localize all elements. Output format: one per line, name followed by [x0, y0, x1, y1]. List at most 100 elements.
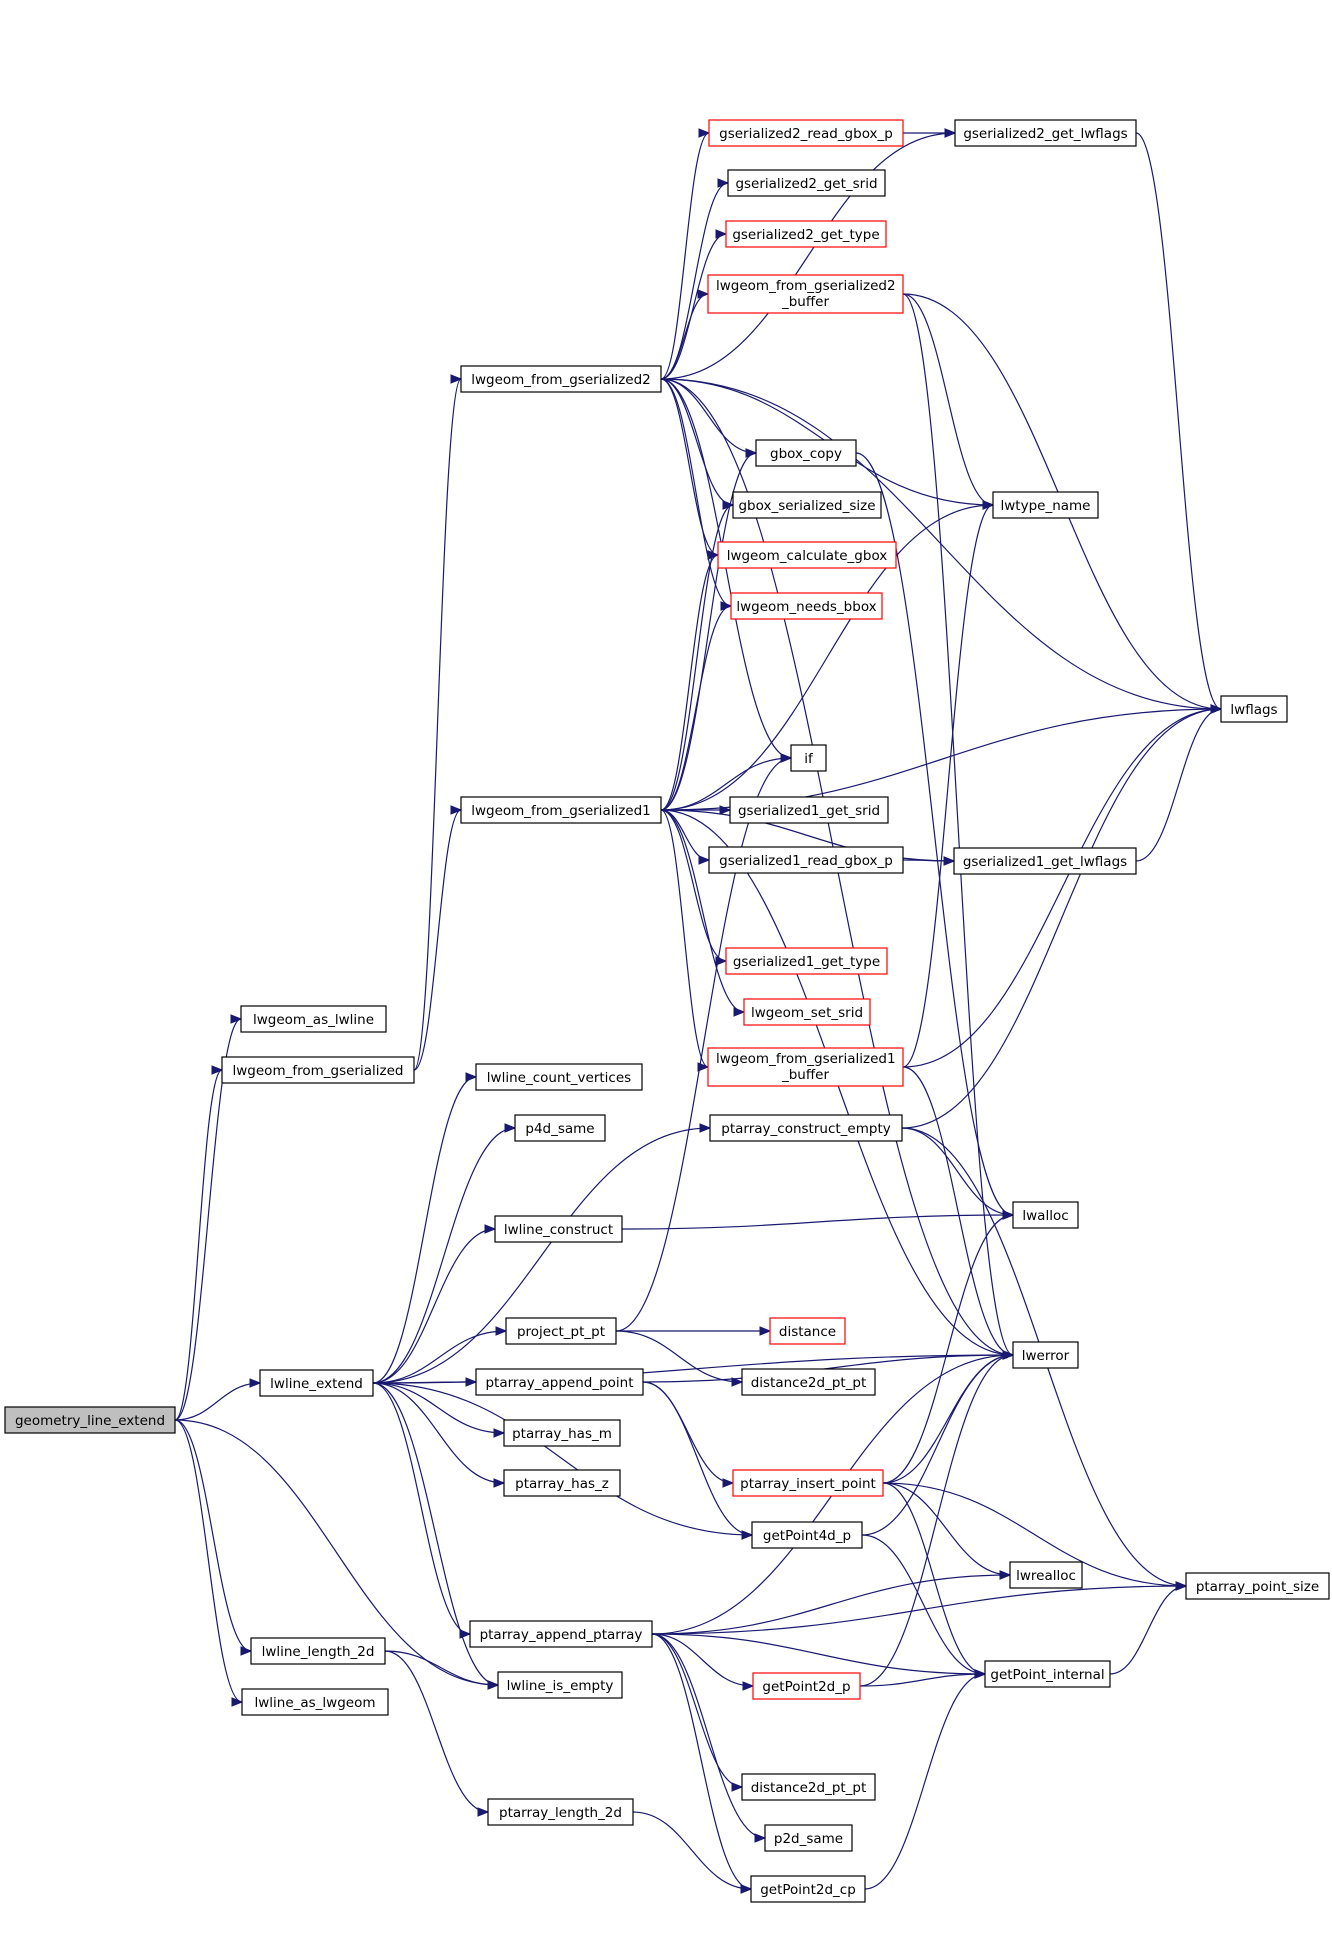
node-box[interactable] — [460, 796, 662, 824]
graph-node-gserialized2-get-srid[interactable]: gserialized2_get_srid — [727, 169, 886, 197]
node-box[interactable] — [475, 1368, 644, 1396]
node-box[interactable] — [4, 1406, 176, 1434]
graph-node-lwgeom-needs-bbox[interactable]: lwgeom_needs_bbox — [730, 592, 883, 620]
graph-node-lwtype-name[interactable]: lwtype_name — [992, 491, 1099, 519]
node-box[interactable] — [764, 1824, 853, 1852]
node-box[interactable] — [732, 1469, 884, 1497]
graph-node-lwflags[interactable]: lwflags — [1220, 695, 1288, 723]
graph-node-gserialized1-get-type[interactable]: gserialized1_get_type — [725, 947, 888, 975]
node-box[interactable] — [503, 1469, 621, 1497]
node-box[interactable] — [1220, 695, 1288, 723]
node-box[interactable] — [730, 592, 883, 620]
node-box[interactable] — [790, 744, 827, 772]
node-box[interactable] — [497, 1671, 623, 1699]
graph-node-ptarray-has-z[interactable]: ptarray_has_z — [503, 1469, 621, 1497]
graph-node-lwerror[interactable]: lwerror — [1012, 1341, 1079, 1369]
graph-node-ptarray-construct-empty[interactable]: ptarray_construct_empty — [709, 1114, 903, 1142]
node-box[interactable] — [954, 119, 1137, 147]
node-box[interactable] — [1009, 1561, 1083, 1589]
node-box[interactable] — [741, 1368, 876, 1396]
graph-node-ptarray-point-size[interactable]: ptarray_point_size — [1185, 1572, 1330, 1600]
graph-node-lwline-as-lwgeom[interactable]: lwline_as_lwgeom — [241, 1688, 389, 1716]
graph-node-project-pt-pt[interactable]: project_pt_pt — [505, 1317, 617, 1345]
graph-node-gserialized2-read-gbox-p[interactable]: gserialized2_read_gbox_p — [708, 119, 904, 147]
node-box[interactable] — [725, 947, 888, 975]
graph-node-lwline-is-empty[interactable]: lwline_is_empty — [497, 1671, 623, 1699]
node-box[interactable] — [1012, 1201, 1079, 1229]
graph-node-ptarray-has-m[interactable]: ptarray_has_m — [503, 1419, 621, 1447]
node-box[interactable] — [984, 1660, 1111, 1688]
node-box[interactable] — [750, 1875, 866, 1903]
graph-node-getPoint2d-p[interactable]: getPoint2d_p — [752, 1672, 861, 1700]
graph-node-gbox-copy[interactable]: gbox_copy — [755, 439, 857, 467]
node-box[interactable] — [240, 1005, 387, 1033]
graph-node-lwgeom-from-gserialized1[interactable]: lwgeom_from_gserialized1 — [460, 796, 662, 824]
graph-node-lwgeom-from-gserialized2-buffer[interactable]: lwgeom_from_gserialized2_buffer — [707, 274, 904, 314]
graph-node-lwline-construct[interactable]: lwline_construct — [494, 1215, 623, 1243]
graph-node-gserialized2-get-lwflags[interactable]: gserialized2_get_lwflags — [954, 119, 1137, 147]
node-box[interactable] — [475, 1063, 643, 1091]
node-box[interactable] — [953, 847, 1137, 875]
node-box[interactable] — [250, 1637, 386, 1665]
node-box[interactable] — [708, 119, 904, 147]
node-box[interactable] — [1185, 1572, 1330, 1600]
graph-node-lwgeom-as-lwline[interactable]: lwgeom_as_lwline — [240, 1005, 387, 1033]
node-box[interactable] — [494, 1215, 623, 1243]
graph-node-lwrealloc[interactable]: lwrealloc — [1009, 1561, 1083, 1589]
graph-node-lwgeom-from-gserialized[interactable]: lwgeom_from_gserialized — [221, 1056, 415, 1084]
graph-node-if[interactable]: if — [790, 744, 827, 772]
node-box[interactable] — [487, 1798, 634, 1826]
node-box[interactable] — [751, 1521, 863, 1549]
graph-node-lwline-extend[interactable]: lwline_extend — [259, 1369, 374, 1397]
node-box[interactable] — [707, 1047, 904, 1087]
graph-node-getPoint-internal[interactable]: getPoint_internal — [984, 1660, 1111, 1688]
node-box[interactable] — [725, 220, 887, 248]
node-box[interactable] — [469, 1620, 653, 1648]
graph-node-p4d-same[interactable]: p4d_same — [514, 1114, 606, 1142]
node-box[interactable] — [717, 541, 897, 569]
graph-node-lwalloc[interactable]: lwalloc — [1012, 1201, 1079, 1229]
node-box[interactable] — [241, 1688, 389, 1716]
node-box[interactable] — [752, 1672, 861, 1700]
node-box[interactable] — [503, 1419, 621, 1447]
graph-node-ptarray-length-2d[interactable]: ptarray_length_2d — [487, 1798, 634, 1826]
node-box[interactable] — [221, 1056, 415, 1084]
graph-node-gserialized1-read-gbox-p[interactable]: gserialized1_read_gbox_p — [708, 846, 904, 874]
node-box[interactable] — [743, 998, 871, 1026]
node-box[interactable] — [769, 1317, 846, 1345]
graph-node-lwline-length-2d[interactable]: lwline_length_2d — [250, 1637, 386, 1665]
graph-node-gbox-serialized-size[interactable]: gbox_serialized_size — [732, 491, 882, 519]
graph-node-lwgeom-from-gserialized2[interactable]: lwgeom_from_gserialized2 — [460, 365, 662, 393]
node-box[interactable] — [514, 1114, 606, 1142]
node-box[interactable] — [505, 1317, 617, 1345]
node-box[interactable] — [709, 1114, 903, 1142]
node-box[interactable] — [755, 439, 857, 467]
graph-node-geometry-line-extend[interactable]: geometry_line_extend — [4, 1406, 176, 1434]
graph-node-gserialized1-get-lwflags[interactable]: gserialized1_get_lwflags — [953, 847, 1137, 875]
node-box[interactable] — [1012, 1341, 1079, 1369]
node-box[interactable] — [707, 274, 904, 314]
node-box[interactable] — [729, 796, 889, 824]
graph-node-distance2d-pt-pt-b[interactable]: distance2d_pt_pt — [741, 1773, 876, 1801]
graph-node-gserialized1-get-srid[interactable]: gserialized1_get_srid — [729, 796, 889, 824]
node-box[interactable] — [259, 1369, 374, 1397]
graph-node-p2d-same[interactable]: p2d_same — [764, 1824, 853, 1852]
node-box[interactable] — [727, 169, 886, 197]
node-box[interactable] — [460, 365, 662, 393]
node-box[interactable] — [741, 1773, 876, 1801]
graph-node-distance2d-pt-pt-a[interactable]: distance2d_pt_pt — [741, 1368, 876, 1396]
node-box[interactable] — [992, 491, 1099, 519]
node-box[interactable] — [708, 846, 904, 874]
graph-node-lwgeom-calculate-gbox[interactable]: lwgeom_calculate_gbox — [717, 541, 897, 569]
graph-node-getPoint2d-cp[interactable]: getPoint2d_cp — [750, 1875, 866, 1903]
node-box[interactable] — [732, 491, 882, 519]
graph-node-getPoint4d-p[interactable]: getPoint4d_p — [751, 1521, 863, 1549]
graph-node-lwgeom-set-srid[interactable]: lwgeom_set_srid — [743, 998, 871, 1026]
graph-node-ptarray-append-point[interactable]: ptarray_append_point — [475, 1368, 644, 1396]
graph-node-distance[interactable]: distance — [769, 1317, 846, 1345]
graph-node-gserialized2-get-type[interactable]: gserialized2_get_type — [725, 220, 887, 248]
graph-node-lwgeom-from-gserialized1-buffer[interactable]: lwgeom_from_gserialized1_buffer — [707, 1047, 904, 1087]
graph-node-ptarray-insert-point[interactable]: ptarray_insert_point — [732, 1469, 884, 1497]
graph-node-ptarray-append-ptarray[interactable]: ptarray_append_ptarray — [469, 1620, 653, 1648]
graph-node-lwline-count-vertices[interactable]: lwline_count_vertices — [475, 1063, 643, 1091]
